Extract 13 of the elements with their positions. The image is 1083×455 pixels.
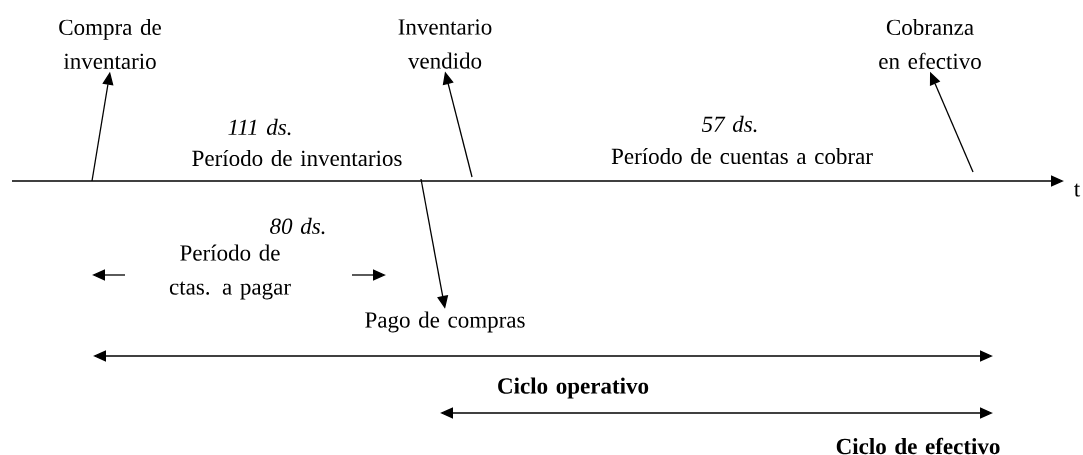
period-label: Período de inventarios (192, 149, 402, 167)
event-label: Inventario vendido (398, 19, 492, 69)
period-label: Período de cuentas a cobrar (611, 147, 873, 165)
period-label: Período de ctas. a pagar (169, 244, 291, 300)
period-label: Ciclo de efectivo (836, 437, 1000, 455)
period-label: 80 ds. (270, 217, 325, 235)
event-label: Cobranza en efectivo (879, 18, 981, 70)
event-label: Compra de inventario (59, 18, 161, 70)
period-label: t (1074, 183, 1081, 197)
period-label: 57 ds. (701, 115, 757, 133)
event-label: Pago de compras (365, 311, 525, 333)
period-label: Ciclo operativo (498, 377, 649, 399)
period-label: 111 ds. (228, 118, 291, 136)
